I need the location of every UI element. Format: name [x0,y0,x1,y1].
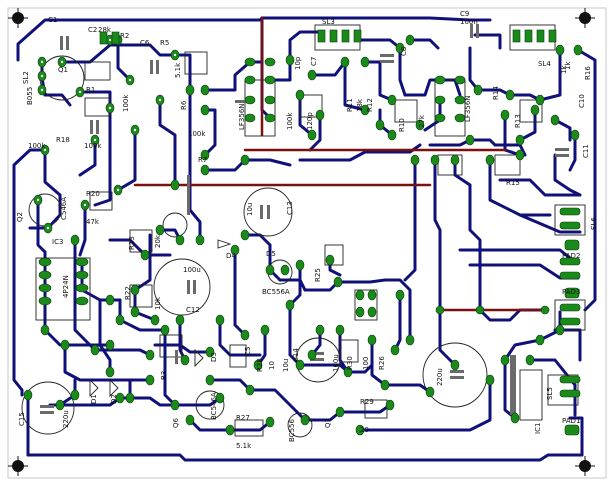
label-r3: R3 [160,371,168,380]
label-r5: R5 [160,39,169,47]
label-r20: R20 [86,190,100,198]
label-r7: R7 [198,156,207,164]
label-10k: 10k [154,296,162,310]
label-r16: R16 [584,66,592,80]
label-20k: 20k [154,234,162,248]
component-pads [23,29,583,436]
label-ic1: IC1 [534,423,542,434]
label-20: 20 [360,426,369,434]
label-bc546a: BC546A [210,392,218,420]
label-100: 100 [362,357,370,370]
label-10u-a: 10u [282,359,290,372]
wire-jumpers [133,16,547,312]
label-c7: C7 [310,57,318,66]
label-r28: R28 [256,358,264,372]
label-c12: C12 [186,306,200,314]
label-lf356n-b: LF356N [464,95,472,122]
label-pad2: PAD2 [562,252,580,260]
label-27k: 27k [418,114,426,128]
label-r2: R2 [120,32,129,40]
label-d4: D4 [226,252,236,260]
label-q1: Q1 [58,66,68,74]
label-d2: D2 [110,394,118,404]
label-28k: 28k [98,26,112,34]
label-sl2: SL2 [22,71,30,84]
label-sl4: SL4 [538,60,551,68]
label-d1: D1 [90,394,98,404]
label-r18: R18 [56,136,70,144]
label-c8: C8 [400,47,408,56]
label-q2: Q2 [16,212,24,222]
label-c14: C14 [292,348,300,362]
label-220u-b: 220u [62,410,70,428]
label-d3: D3 [210,352,218,362]
label-r14: R14 [492,86,500,100]
copper-tracks [12,16,597,462]
label-100n: 100n [460,18,478,26]
label-c1: C1 [48,16,57,24]
label-r11: R11 [346,98,354,112]
label-1k-b: 1k [564,61,572,70]
label-r26: R26 [378,356,386,370]
label-r30: R30 [346,356,354,370]
label-b055: B055 [26,87,34,105]
label-q7: Q7 [324,418,332,428]
label-1k-a: 1k [560,65,568,74]
label-r6: R6 [180,100,188,110]
label-10: 10 [268,361,276,370]
label-r22: R22 [124,286,132,300]
label-100k-e: 100k [286,112,294,130]
label-r25: R25 [314,268,322,282]
label-100k-b: 100k [28,142,46,150]
label-c10: C10 [578,94,586,108]
label-sl6: SL6 [590,217,598,230]
label-c5: C5 [244,347,252,356]
mounting-holes [8,8,595,476]
label-10u-b: 10u [246,203,254,216]
label-c6: C6 [140,39,150,47]
label-100k-d: 100k [188,130,206,138]
label-r12: R12 [366,98,374,112]
label-r1: R1 [86,86,95,94]
label-r15: R15 [506,179,520,187]
label-10p: 10p [294,56,302,70]
label-bc556: BC556 [288,419,296,442]
label-c2: C2 [88,26,97,34]
label-c13: C13 [286,201,294,215]
label-r29: R29 [360,398,374,406]
label-ic3: IC3 [52,238,63,246]
label-220u-a: 220u [436,368,444,386]
label-r23: R23 [128,236,136,250]
label-100u-a: 100u [183,266,201,274]
label-r13: R13 [514,114,522,128]
label-c15: C15 [18,412,26,426]
label-r10: R10 [398,118,406,132]
label-lf356n-a: LF356N [238,103,246,130]
label-pad1: PAD1 [562,417,580,425]
label-r27: R27 [236,414,250,422]
component-labels: C1 C2 28k R1 R2 C6 R5 100k B055 Q1 100k … [16,10,598,450]
label-bc556a: BC556A [262,288,290,296]
label-sl3: SL3 [322,18,335,26]
board-outline [7,7,607,479]
label-47k: 47k [86,218,100,226]
label-q6: Q6 [172,417,180,428]
label-100k-a: 100k [122,94,130,112]
label-4p24n: 4P24N [62,275,70,298]
label-5-1k-a: 5.1k [236,442,252,450]
label-100u-b: 100u [332,354,340,372]
label-18k: 18k [356,98,364,112]
label-sl5: SL5 [546,387,554,400]
label-5-1k-b: 5.1k [174,62,182,78]
label-c11: C11 [582,144,590,158]
label-pad3: PAD3 [562,288,580,296]
label-d5: D5 [266,250,276,258]
label-100k-c: 100k [84,142,102,150]
silkscreen [21,24,586,438]
label-120p: 120p [306,112,314,130]
label-c546a: C546A [60,197,68,220]
label-c9: C9 [460,10,469,18]
